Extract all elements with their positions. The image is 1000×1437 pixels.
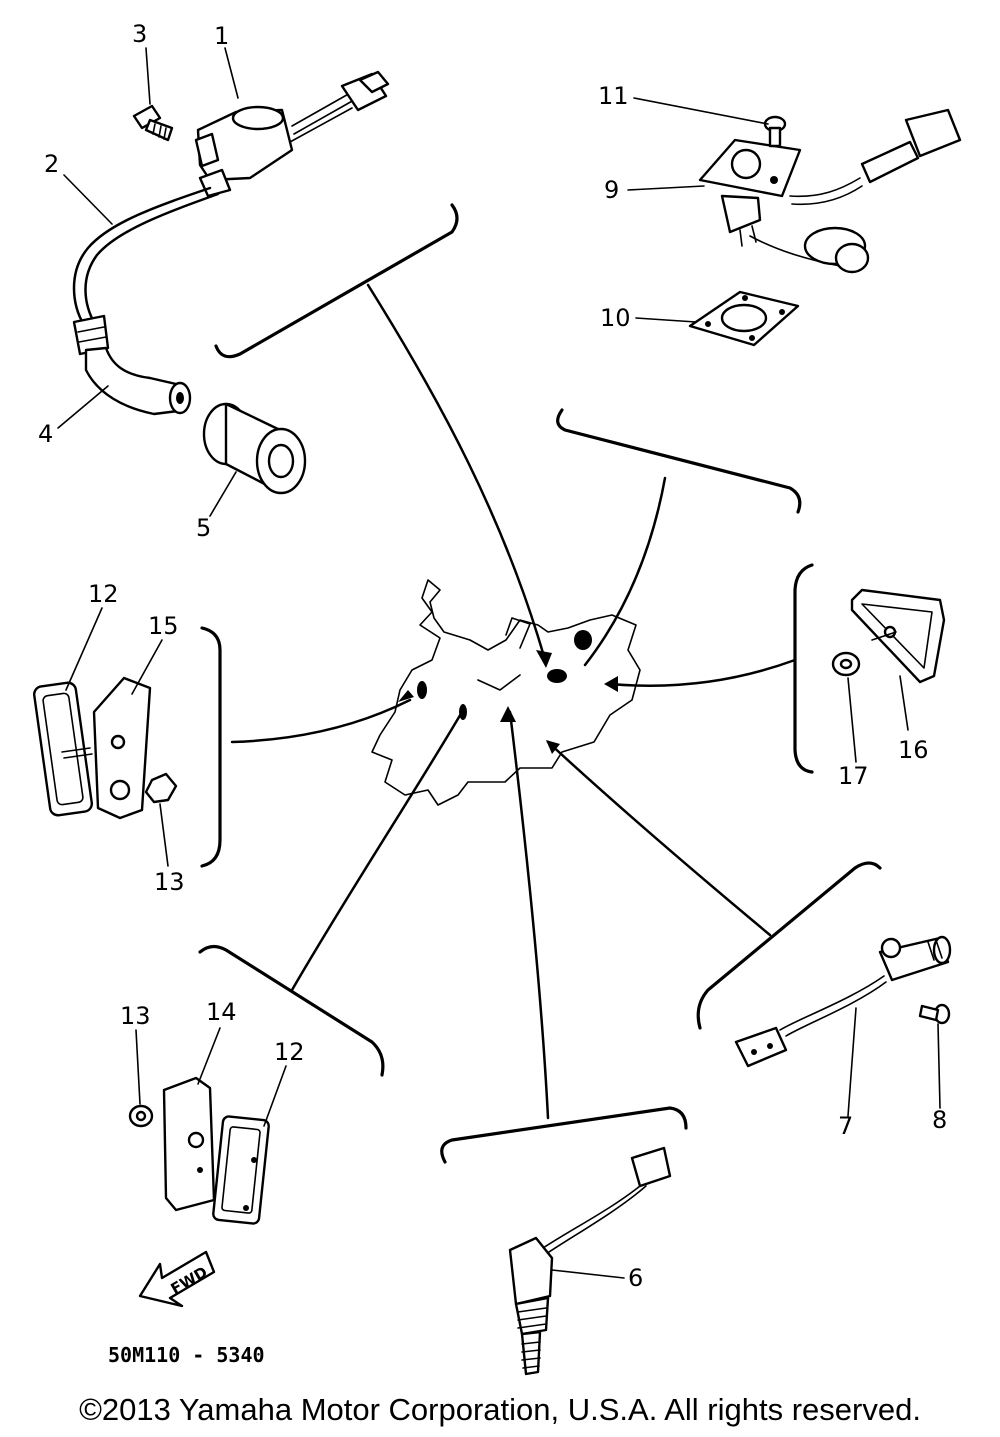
callout-10: 10 <box>600 304 631 332</box>
callout-labels: 1 2 3 4 5 6 7 8 9 10 11 12 12 13 13 14 1… <box>38 20 947 1292</box>
screw-part-3 <box>132 104 174 142</box>
callout-6: 6 <box>628 1264 643 1292</box>
forward-direction-arrow: FWD <box>138 1250 216 1308</box>
reflector-group-left <box>32 676 178 820</box>
reflector-group-lower <box>128 1076 270 1225</box>
callout-14: 14 <box>206 998 237 1026</box>
callout-2: 2 <box>44 150 59 178</box>
callout-leaders <box>57 47 941 1279</box>
callout-7: 7 <box>838 1112 853 1140</box>
fuel-sender-part-9 <box>698 108 962 274</box>
exploded-view-drawing: FWD 1 2 3 4 5 6 7 8 9 10 11 12 12 <box>32 20 962 1376</box>
copyright-notice: ©2013 Yamaha Motor Corporation, U.S.A. A… <box>79 1392 921 1427</box>
sensor-part-7 <box>734 935 952 1068</box>
switch-part-6 <box>508 1146 672 1376</box>
ignition-coil-part-1 <box>194 70 390 198</box>
motorcycle-silhouette <box>371 579 641 806</box>
leader-lines <box>230 283 797 1120</box>
plug-lead-part-2 <box>72 186 220 356</box>
callout-16: 16 <box>898 736 929 764</box>
boot-part-5 <box>202 402 307 495</box>
drawing-code: 50M110 - 5340 <box>108 1343 265 1367</box>
callout-15: 15 <box>148 612 179 640</box>
callout-12-left: 12 <box>88 580 119 608</box>
callout-8: 8 <box>932 1106 947 1134</box>
plug-cap-part-4 <box>84 346 192 416</box>
callout-4: 4 <box>38 420 53 448</box>
screw-part-11 <box>763 115 787 148</box>
gasket-part-10 <box>688 290 800 347</box>
group-brackets <box>198 203 882 1164</box>
callout-1: 1 <box>214 22 229 50</box>
callout-11: 11 <box>598 82 629 110</box>
callout-5: 5 <box>196 514 211 542</box>
callout-17: 17 <box>838 762 869 790</box>
callout-13-left: 13 <box>154 868 185 896</box>
screw-part-8 <box>918 1003 951 1025</box>
callout-13-lower: 13 <box>120 1002 151 1030</box>
callout-12-lower: 12 <box>274 1038 305 1066</box>
reflector-group-right <box>831 588 946 684</box>
callout-9: 9 <box>604 176 619 204</box>
callout-3: 3 <box>132 20 147 48</box>
